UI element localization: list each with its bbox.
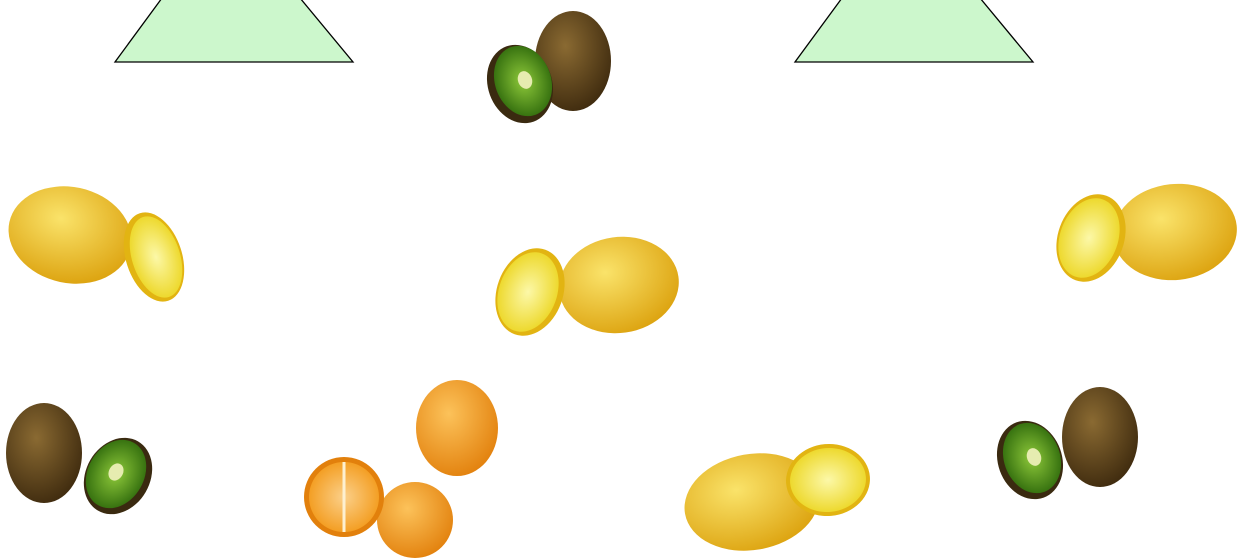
lemon-bottom bbox=[684, 443, 870, 551]
kiwi-bottom-right bbox=[996, 387, 1138, 500]
kiwi-top bbox=[486, 11, 611, 124]
lemon-left bbox=[8, 186, 185, 302]
lemon-center bbox=[495, 236, 679, 336]
kiwi-bottom-left bbox=[6, 403, 153, 515]
lemon-right bbox=[1056, 183, 1237, 282]
trapezoid-right bbox=[793, 0, 1035, 63]
oranges-bottom bbox=[304, 380, 498, 558]
trapezoid-left bbox=[113, 0, 355, 63]
